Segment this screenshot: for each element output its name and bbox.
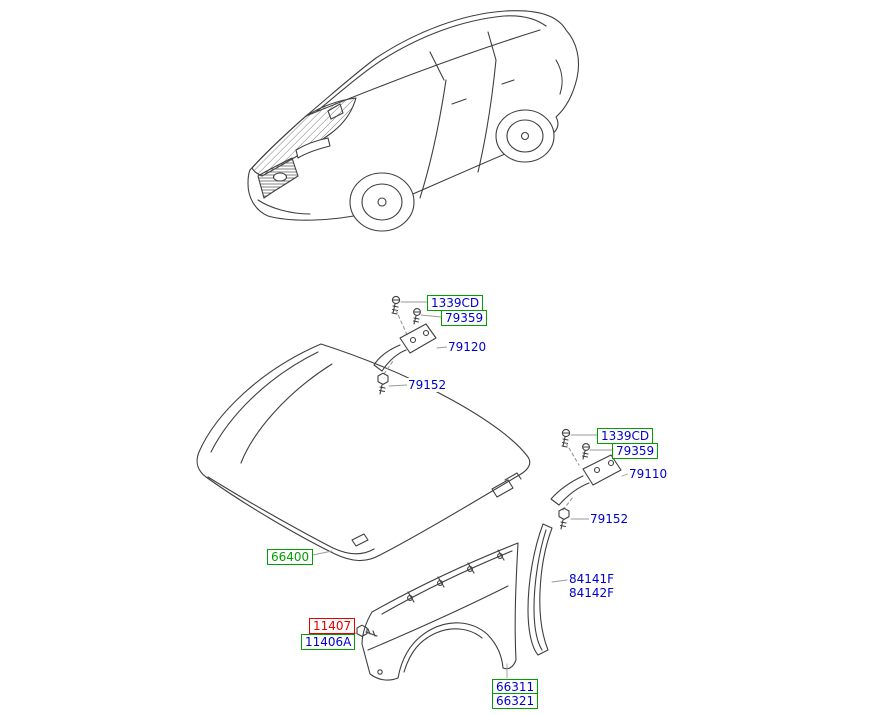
bolt-79359-left-icon — [412, 308, 421, 325]
car-mirror — [327, 103, 344, 120]
part-label-79152-right[interactable]: 79152 — [589, 512, 630, 526]
hood-hinge-right-bracket — [550, 454, 622, 506]
part-label-79120[interactable]: 79120 — [447, 340, 488, 354]
part-label-1339cd-right[interactable]: 1339CD — [597, 428, 654, 444]
hood-hinge-left-assembly — [373, 295, 437, 395]
fender-garnish-drawing — [527, 523, 553, 656]
car-front-wheel — [349, 172, 415, 232]
part-label-11407[interactable]: 11407 — [309, 618, 356, 634]
car-rear-wheel — [495, 109, 555, 163]
bolt-79152-left-icon — [377, 372, 389, 395]
hood-panel-drawing — [196, 343, 531, 562]
car-logo — [272, 172, 288, 182]
bolt-79359-right-icon — [581, 443, 590, 460]
bolt-1339cd-left-icon — [391, 295, 401, 315]
bolt-11407-icon — [356, 624, 378, 637]
car-hood-shaded — [251, 97, 357, 177]
front-fender-drawing — [361, 542, 519, 681]
part-label-79110[interactable]: 79110 — [628, 467, 669, 481]
car-illustration — [247, 10, 580, 232]
part-label-1339cd-left[interactable]: 1339CD — [427, 295, 484, 311]
hood-hinge-right-assembly — [550, 428, 622, 530]
car-headlight — [295, 137, 331, 159]
part-label-79359-right[interactable]: 79359 — [612, 443, 659, 459]
part-label-11406a[interactable]: 11406A — [301, 634, 356, 650]
part-label-79359-left[interactable]: 79359 — [441, 310, 488, 326]
bolt-1339cd-right-icon — [561, 428, 571, 448]
bolt-79152-right-icon — [558, 507, 570, 530]
hood-hinge-left-bracket — [373, 323, 437, 372]
part-label-84142f[interactable]: 84142F — [568, 586, 616, 600]
part-label-66321[interactable]: 66321 — [492, 693, 539, 709]
part-label-84141f[interactable]: 84141F — [568, 572, 616, 586]
part-label-66400[interactable]: 66400 — [267, 549, 314, 565]
leader-lines — [312, 301, 629, 679]
part-label-79152-left[interactable]: 79152 — [407, 378, 448, 392]
